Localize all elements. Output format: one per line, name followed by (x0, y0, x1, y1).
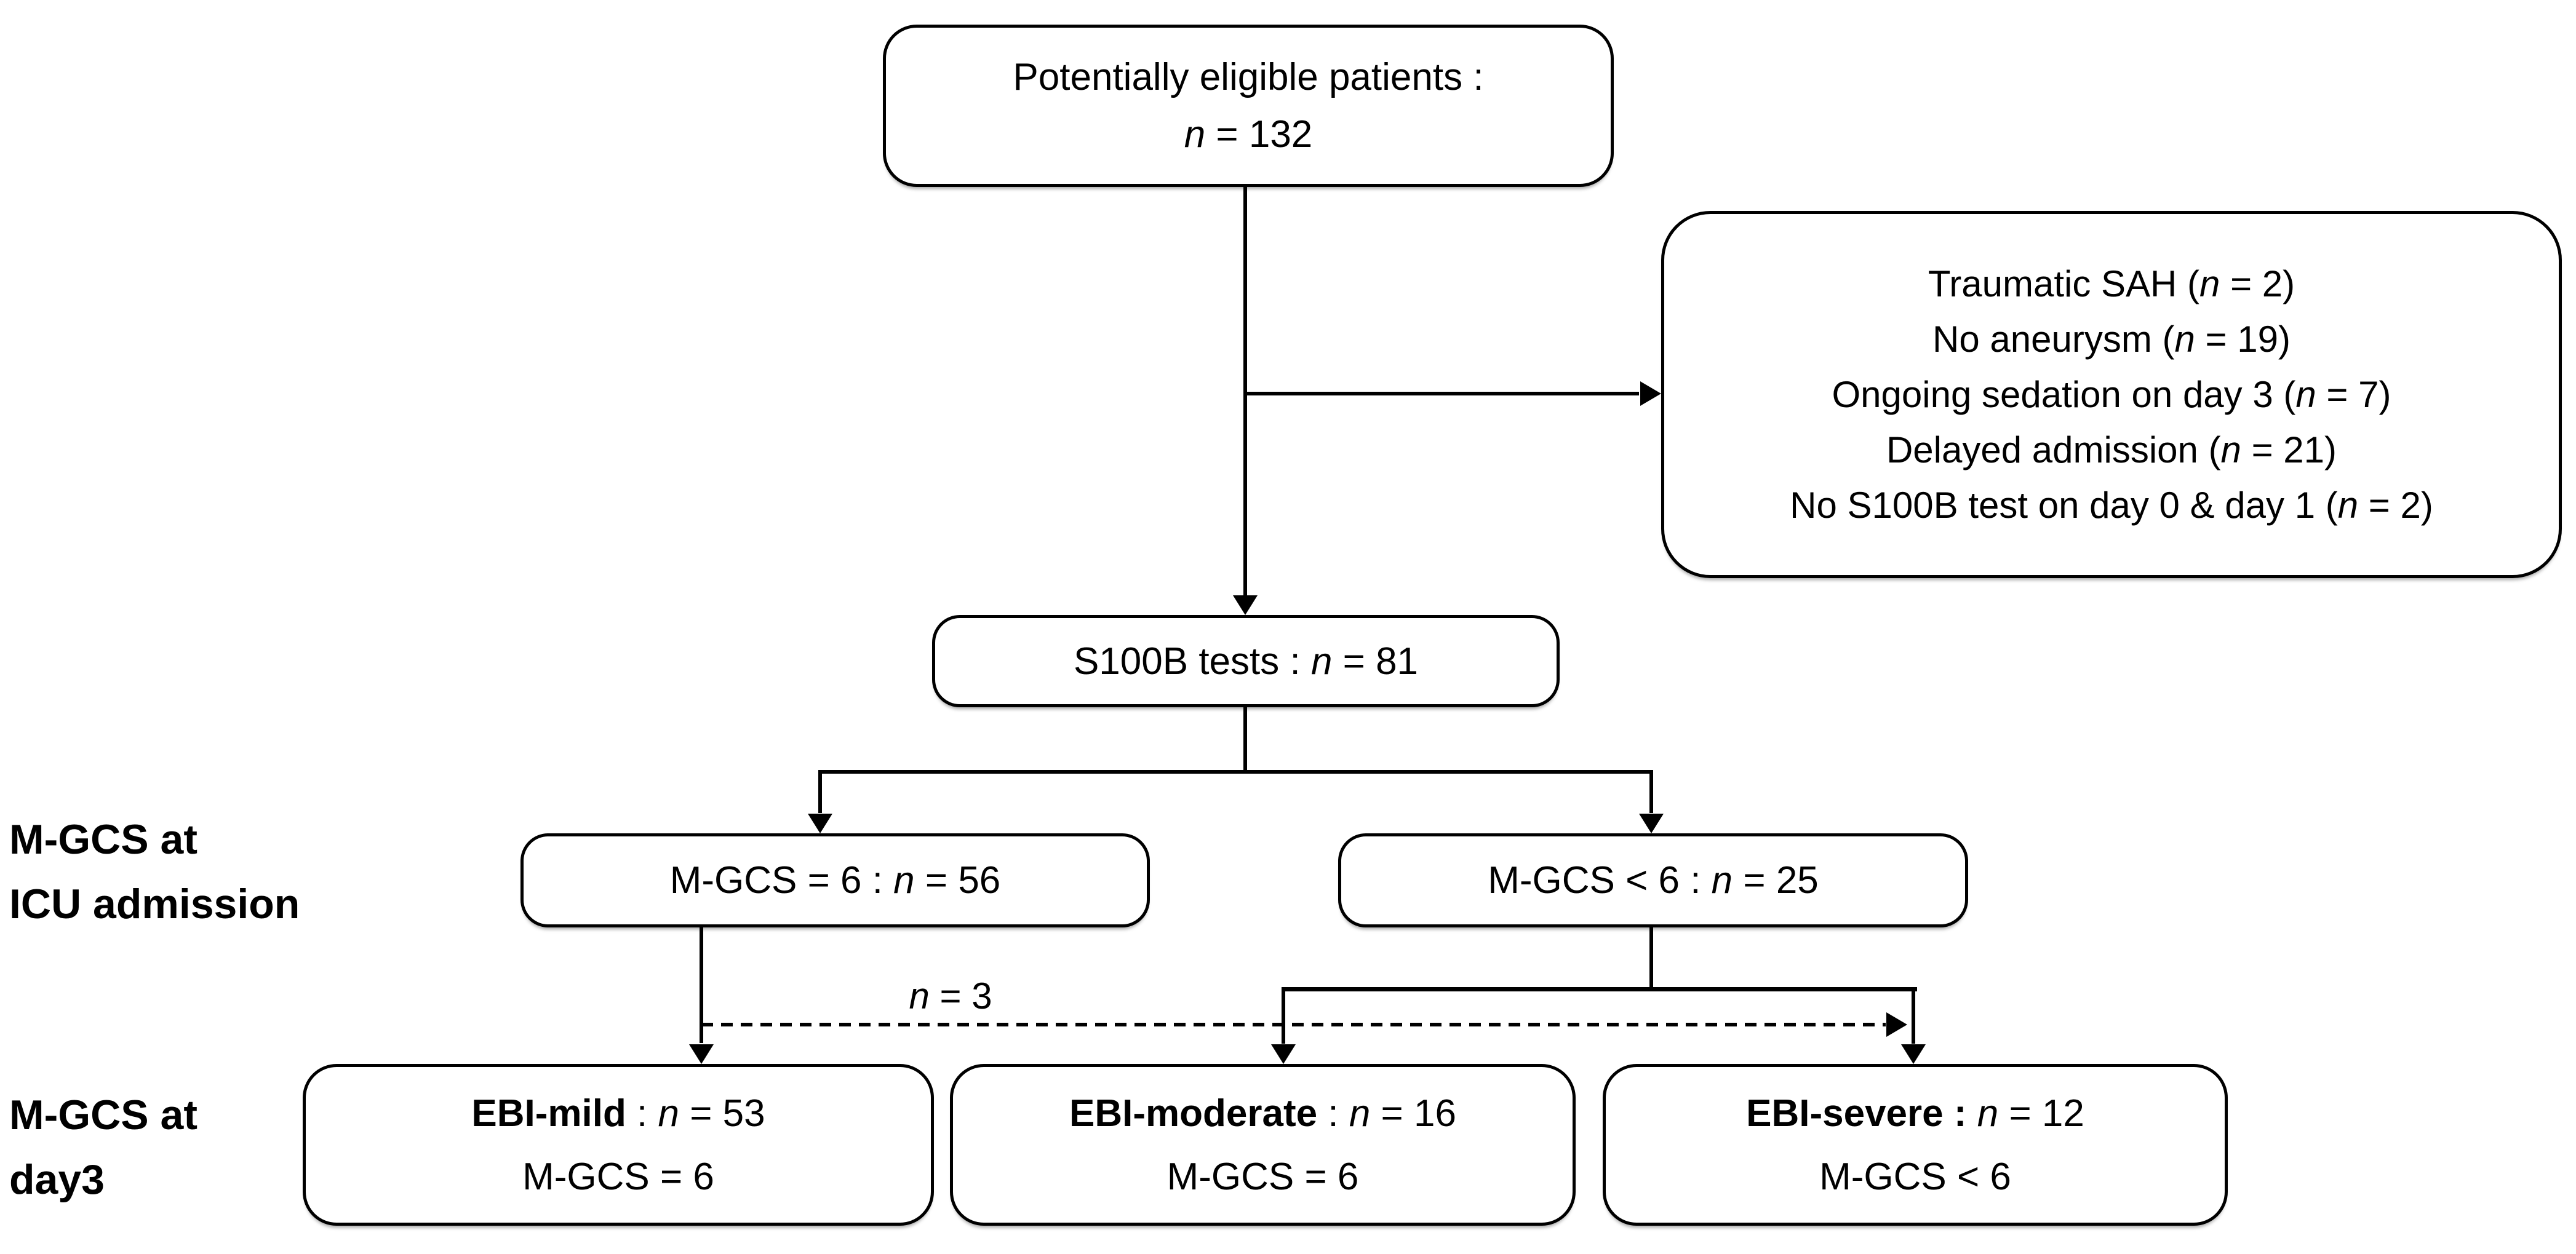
connector-drop-moderate-line (1282, 987, 1285, 1044)
connector-split-line (818, 770, 1653, 774)
box-s100b-tests-line1: S100B tests : n = 81 (1073, 640, 1419, 683)
box-ebi-severe-line2: M-GCS < 6 (1819, 1155, 2011, 1198)
row-label-day3-line2: day3 (9, 1156, 105, 1203)
arrowhead-down-mgcs6-icon (808, 814, 832, 833)
arrowhead-right-dashed-icon (1886, 1012, 1907, 1037)
row-label-day3-line1: M-GCS at (9, 1092, 197, 1138)
connector-mgcs6-to-mild-line (700, 927, 703, 1043)
arrowhead-down-ebi-moderate-icon (1271, 1044, 1296, 1064)
box-exclusions: Traumatic SAH (n = 2) No aneurysm (n = 1… (1661, 211, 2562, 578)
connector-bracket-line (1283, 987, 1917, 991)
box-mgcs-equal-6-line1: M-GCS = 6 : n = 56 (669, 859, 1001, 902)
connector-drop-left-line (818, 770, 822, 813)
box-mgcs-less-6-line1: M-GCS < 6 : n = 25 (1488, 859, 1819, 902)
box-mgcs-equal-6: M-GCS = 6 : n = 56 (520, 833, 1150, 927)
arrowhead-down-ebi-severe-icon (1901, 1044, 1926, 1064)
arrowhead-right-exclusion-icon (1640, 381, 1661, 406)
exclusion-line-traumatic-sah: Traumatic SAH (n = 2) (1928, 263, 2295, 304)
row-label-icu-line2: ICU admission (9, 881, 300, 927)
exclusion-line-ongoing-sedation: Ongoing sedation on day 3 (n = 7) (1832, 373, 2391, 415)
box-potentially-eligible-line2: n = 132 (1184, 113, 1313, 156)
connector-drop-severe-line (1912, 987, 1915, 1044)
exclusion-line-delayed-admission: Delayed admission (n = 21) (1886, 429, 2337, 470)
box-ebi-moderate: EBI-moderate : n = 16 M-GCS = 6 (950, 1064, 1576, 1226)
box-ebi-moderate-line2: M-GCS = 6 (1166, 1155, 1359, 1198)
box-potentially-eligible-line1: Potentially eligible patients : (1013, 56, 1484, 98)
box-ebi-moderate-line1: EBI-moderate : n = 16 (1069, 1092, 1456, 1135)
box-ebi-mild-line1: EBI-mild : n = 53 (471, 1092, 765, 1135)
connector-mgcslt6-down-line (1649, 927, 1653, 989)
arrowhead-down-mgcslt6-icon (1639, 814, 1664, 833)
connector-exclusion-branch-line (1245, 392, 1639, 395)
exclusion-line-no-aneurysm: No aneurysm (n = 19) (1932, 318, 2291, 360)
box-mgcs-less-6: M-GCS < 6 : n = 25 (1338, 833, 1968, 927)
arrowhead-down-s100b-icon (1233, 595, 1258, 615)
connector-drop-right-line (1649, 770, 1653, 813)
row-label-day3: M-GCS at day3 (9, 1083, 501, 1212)
row-label-icu-admission: M-GCS at ICU admission (9, 808, 501, 937)
box-ebi-severe-line1: EBI-severe : n = 12 (1746, 1092, 2084, 1135)
crossover-count-label: n = 3 (909, 975, 992, 1017)
box-potentially-eligible: Potentially eligible patients : n = 132 (883, 25, 1614, 187)
box-ebi-severe: EBI-severe : n = 12 M-GCS < 6 (1603, 1064, 2228, 1226)
connector-crossover-dashed-line (701, 1023, 1886, 1026)
arrowhead-down-ebi-mild-icon (689, 1044, 714, 1064)
box-s100b-tests: S100B tests : n = 81 (932, 615, 1560, 707)
exclusion-line-no-s100b-test: No S100B test on day 0 & day 1 (n = 2) (1790, 484, 2433, 526)
row-label-icu-line1: M-GCS at (9, 816, 197, 863)
connector-s100b-down-line (1243, 707, 1247, 772)
box-ebi-mild: EBI-mild : n = 53 M-GCS = 6 (303, 1064, 934, 1226)
box-ebi-mild-line2: M-GCS = 6 (522, 1155, 714, 1198)
